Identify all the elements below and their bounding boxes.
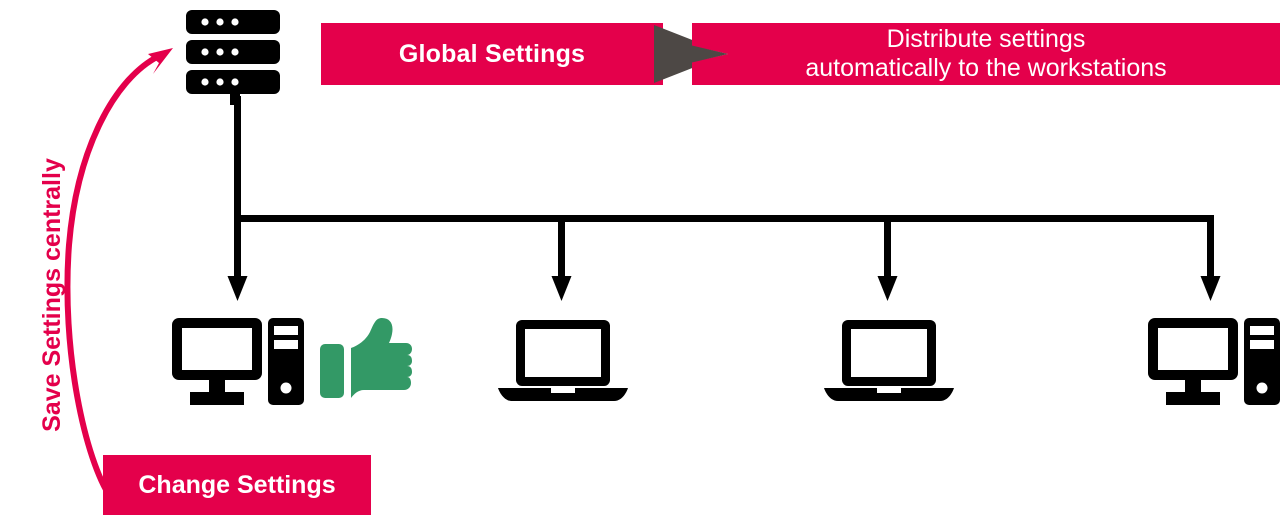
banner-change-settings: Change Settings <box>103 455 371 515</box>
distribute-line-1: Distribute settings <box>886 25 1086 53</box>
laptop-icon-1 <box>498 320 628 401</box>
laptop-icon-2 <box>824 320 954 401</box>
desktop-computer-icon-2 <box>1148 318 1280 405</box>
feedback-curved-arrow <box>64 48 173 501</box>
banner-distribute-settings: Distribute settings automatically to the… <box>692 23 1280 85</box>
desktop-computer-icon-1 <box>172 318 304 405</box>
distribute-line-2: automatically to the workstations <box>805 54 1167 82</box>
banner-notch <box>692 23 728 85</box>
banner-global-settings: Global Settings <box>321 23 663 85</box>
distribution-connector-lines <box>227 96 1221 301</box>
server-rack-icon <box>186 10 280 105</box>
thumbs-up-icon <box>320 318 412 398</box>
flow-triangle-icon <box>654 25 728 83</box>
